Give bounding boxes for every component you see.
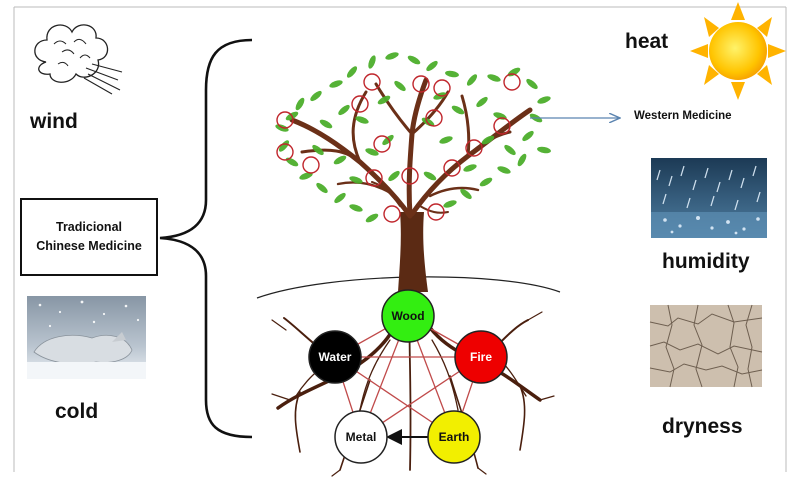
tree-illustration (271, 52, 555, 477)
western-medicine-label: Western Medicine (634, 110, 732, 122)
cloud-wind-icon (34, 24, 123, 95)
metal-circle (334, 410, 388, 464)
wood-label: Wood (391, 309, 424, 323)
wind-label: wind (30, 110, 78, 133)
sun-icon (690, 2, 786, 100)
fire-circle (454, 330, 508, 384)
tcm-label-line2: Chinese Medicine (36, 239, 142, 253)
earth-circle (427, 410, 481, 464)
cracked-earth-photo (649, 304, 763, 388)
humidity-label: humidity (662, 250, 750, 273)
rain-photo (651, 158, 767, 238)
wood-circle (381, 289, 435, 343)
water-label: Water (319, 350, 352, 364)
tcm-label-line1: Tradicional (56, 219, 122, 234)
brace (159, 38, 253, 439)
cold-label: cold (55, 400, 99, 423)
fire-label: Fire (470, 350, 492, 364)
earth-label: Earth (439, 430, 470, 444)
metal-label: Metal (346, 430, 377, 444)
heat-label: heat (625, 30, 669, 53)
tcm-box: Tradicional Chinese Medicine (20, 198, 158, 276)
water-circle (308, 330, 362, 384)
dryness-label: dryness (662, 415, 743, 438)
snow-wolf-photo (27, 296, 146, 379)
